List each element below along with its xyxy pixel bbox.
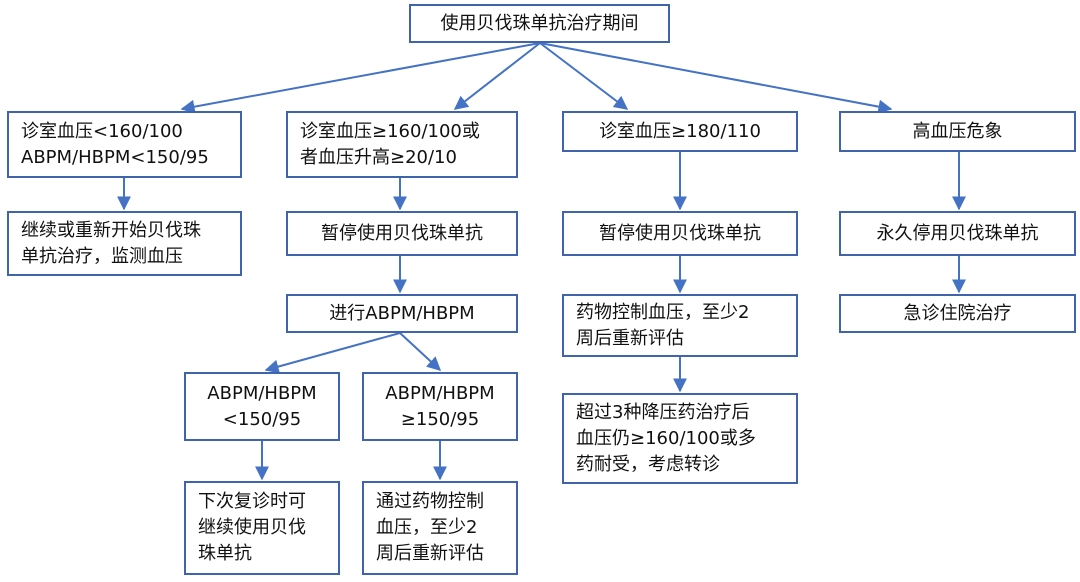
branch2-pause-label: 暂停使用贝伐珠单抗	[321, 222, 483, 244]
root-node-label: 使用贝伐珠单抗治疗期间	[440, 12, 639, 34]
branch2a-condition-label: ABPM/HBPM <150/95	[207, 382, 317, 430]
branch4-er-label: 急诊住院治疗	[903, 302, 1012, 324]
arrow-root-to-b2	[453, 42, 541, 110]
branch4-er-node: 急诊住院治疗	[839, 294, 1076, 333]
branch3-control-label: 药物控制血压，至少2 周后重新评估	[576, 301, 750, 349]
branch3-pause-node: 暂停使用贝伐珠单抗	[562, 211, 798, 256]
branch1-action-label: 继续或重新开始贝伐珠 单抗治疗，监测血压	[21, 219, 201, 267]
branch2-condition-node: 诊室血压≥160/100或 者血压升高≥20/10	[286, 111, 518, 178]
branch2a-action-node: 下次复诊时可 继续使用贝伐 珠单抗	[184, 481, 340, 575]
arrow-root-to-b3	[539, 42, 629, 110]
branch2-monitor-label: 进行ABPM/HBPM	[329, 302, 475, 324]
branch3-pause-label: 暂停使用贝伐珠单抗	[599, 222, 761, 244]
branch2b-action-node: 通过药物控制 血压，至少2 周后重新评估	[362, 481, 518, 575]
branch1-action-node: 继续或重新开始贝伐珠 单抗治疗，监测血压	[7, 211, 242, 276]
branch2-condition-label: 诊室血压≥160/100或 者血压升高≥20/10	[300, 120, 480, 168]
branch1-condition-label: 诊室血压<160/100 ABPM/HBPM<150/95	[21, 120, 209, 168]
branch4-stop-label: 永久停用贝伐珠单抗	[876, 222, 1039, 244]
branch2b-action-label: 通过药物控制 血压，至少2 周后重新评估	[376, 491, 484, 564]
branch3-refer-label: 超过3种降压药治疗后 血压仍≥160/100或多 药耐受，考虑转诊	[576, 401, 756, 475]
branch2-pause-node: 暂停使用贝伐珠单抗	[286, 211, 518, 256]
branch2b-condition-node: ABPM/HBPM ≥150/95	[362, 372, 518, 441]
branch3-refer-node: 超过3种降压药治疗后 血压仍≥160/100或多 药耐受，考虑转诊	[562, 393, 798, 484]
branch4-stop-node: 永久停用贝伐珠单抗	[839, 211, 1076, 256]
branch2a-condition-node: ABPM/HBPM <150/95	[184, 372, 340, 441]
branch3-condition-label: 诊室血压≥180/110	[599, 120, 761, 142]
arrow-b2-monitor-to-a	[264, 332, 401, 374]
branch4-condition-node: 高血压危象	[839, 111, 1076, 152]
branch2b-condition-label: ABPM/HBPM ≥150/95	[385, 382, 495, 430]
arrow-root-to-b1	[180, 42, 541, 114]
branch1-condition-node: 诊室血压<160/100 ABPM/HBPM<150/95	[7, 111, 242, 178]
arrow-root-to-b4	[539, 42, 893, 114]
branch2-monitor-node: 进行ABPM/HBPM	[286, 294, 518, 333]
branch2a-action-label: 下次复诊时可 继续使用贝伐 珠单抗	[198, 491, 306, 564]
branch3-condition-node: 诊室血压≥180/110	[562, 111, 798, 152]
arrow-b2-monitor-to-b	[399, 332, 442, 371]
root-node: 使用贝伐珠单抗治疗期间	[409, 4, 670, 43]
branch3-control-node: 药物控制血压，至少2 周后重新评估	[562, 294, 798, 357]
branch4-condition-label: 高血压危象	[912, 120, 1003, 142]
